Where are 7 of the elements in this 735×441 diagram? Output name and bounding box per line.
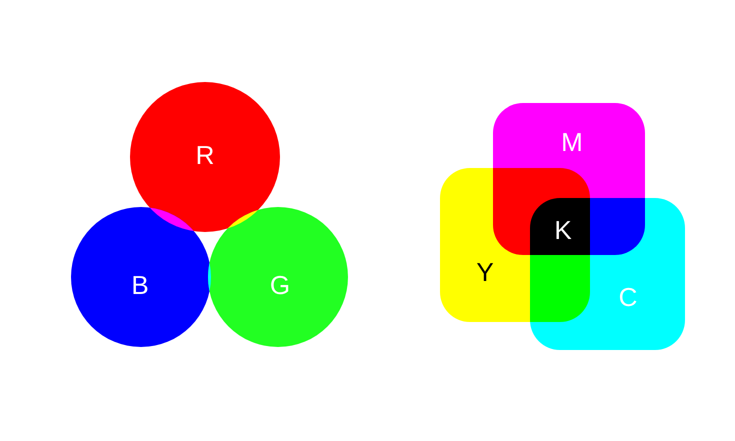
color-letter: R [196, 140, 214, 170]
color-letter: M [561, 127, 583, 157]
color-letter: C [618, 282, 638, 312]
color-letter: G [270, 270, 290, 300]
color-letter: B [131, 270, 149, 300]
color-letter: K [554, 215, 572, 245]
color-letter: Y [476, 257, 494, 287]
